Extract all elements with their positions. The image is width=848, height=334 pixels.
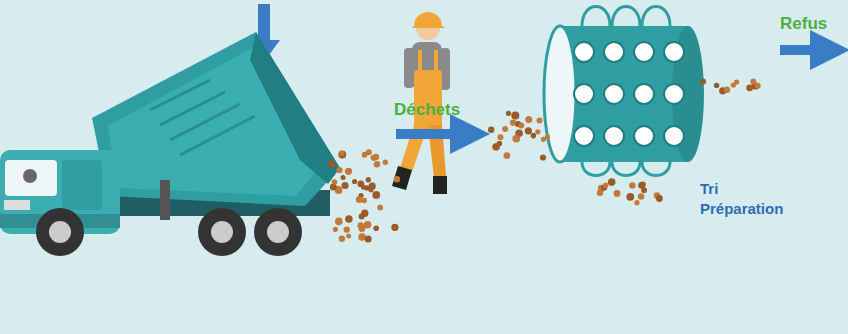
waste-particle: [377, 205, 383, 211]
waste-particle: [366, 177, 371, 182]
waste-particle: [338, 151, 346, 159]
flow-arrow: [396, 129, 470, 139]
drum-hole: [574, 42, 594, 62]
waste-particle: [656, 195, 663, 202]
waste-particle: [330, 184, 337, 191]
waste-particle: [373, 226, 379, 232]
drum-hole: [634, 84, 654, 104]
trommel-drum: [544, 7, 704, 176]
waste-particle: [724, 87, 730, 93]
waste-particle: [391, 224, 398, 231]
drum-hole: [574, 84, 594, 104]
drum-hole: [664, 126, 684, 146]
waste-particle: [335, 218, 343, 226]
waste-particle: [755, 83, 761, 89]
waste-particle: [344, 226, 350, 232]
waste-particle: [518, 122, 524, 128]
waste-particle: [537, 118, 543, 124]
waste-particle: [352, 179, 357, 184]
step-label: Préparation: [700, 200, 783, 217]
waste-particle: [364, 221, 372, 229]
waste-particle: [341, 175, 346, 180]
waste-particle: [345, 215, 353, 223]
waste-particles: [328, 79, 761, 243]
waste-particle: [492, 143, 500, 151]
waste-particle: [700, 79, 706, 85]
waste-particle: [493, 143, 500, 150]
waste-particle: [502, 126, 508, 132]
waste-particle: [614, 190, 621, 197]
waste-particle: [510, 120, 516, 126]
flow-label: Déchets: [394, 100, 460, 120]
waste-particle: [339, 151, 344, 156]
waste-particle: [339, 236, 345, 242]
waste-particle: [506, 111, 511, 116]
waste-particle: [371, 155, 377, 161]
drum-hole: [604, 126, 624, 146]
waste-particle: [634, 200, 639, 205]
waste-particle: [512, 135, 520, 143]
drum-hole: [604, 42, 624, 62]
waste-particle: [356, 196, 363, 203]
waste-particle: [714, 83, 719, 88]
drum-hole: [664, 42, 684, 62]
waste-particle: [365, 236, 372, 243]
waste-particle: [540, 154, 546, 160]
waste-particle: [374, 161, 381, 168]
waste-particle: [638, 182, 645, 189]
waste-particle: [364, 185, 369, 190]
waste-particle: [362, 152, 368, 158]
waste-particle: [361, 210, 368, 217]
waste-particle: [345, 168, 352, 175]
waste-particle: [497, 134, 503, 140]
waste-particle: [383, 160, 388, 165]
drum-hole: [604, 84, 624, 104]
flow-label: Refus: [780, 14, 827, 34]
waste-particle: [488, 127, 494, 133]
waste-particle: [750, 79, 756, 85]
waste-particle: [333, 227, 338, 232]
waste-particle: [504, 152, 511, 159]
waste-particle: [746, 85, 753, 92]
drum-hole: [664, 84, 684, 104]
waste-particle: [346, 234, 351, 239]
drum-hole: [634, 42, 654, 62]
waste-particle: [372, 191, 380, 199]
waste-particle: [608, 178, 616, 186]
waste-particle: [629, 182, 635, 188]
waste-particle: [541, 137, 546, 142]
waste-particle: [525, 116, 532, 123]
waste-particle: [394, 176, 400, 182]
waste-particle: [336, 167, 342, 173]
waste-particle: [638, 193, 644, 199]
waste-particle: [531, 133, 537, 139]
waste-particle: [535, 129, 540, 134]
waste-particle: [603, 183, 608, 188]
step-label: Tri: [700, 180, 718, 197]
waste-particle: [525, 127, 532, 134]
drum-hole: [634, 126, 654, 146]
drum-hole: [574, 126, 594, 146]
waste-particle: [328, 160, 335, 167]
garbage-truck: [0, 32, 340, 256]
waste-particle: [332, 179, 338, 185]
waste-particle: [734, 80, 739, 85]
waste-particle: [626, 193, 634, 201]
flow-arrow: [780, 45, 830, 55]
waste-particle: [358, 181, 365, 188]
waste-particle: [511, 112, 519, 120]
waste-particle: [342, 182, 349, 189]
